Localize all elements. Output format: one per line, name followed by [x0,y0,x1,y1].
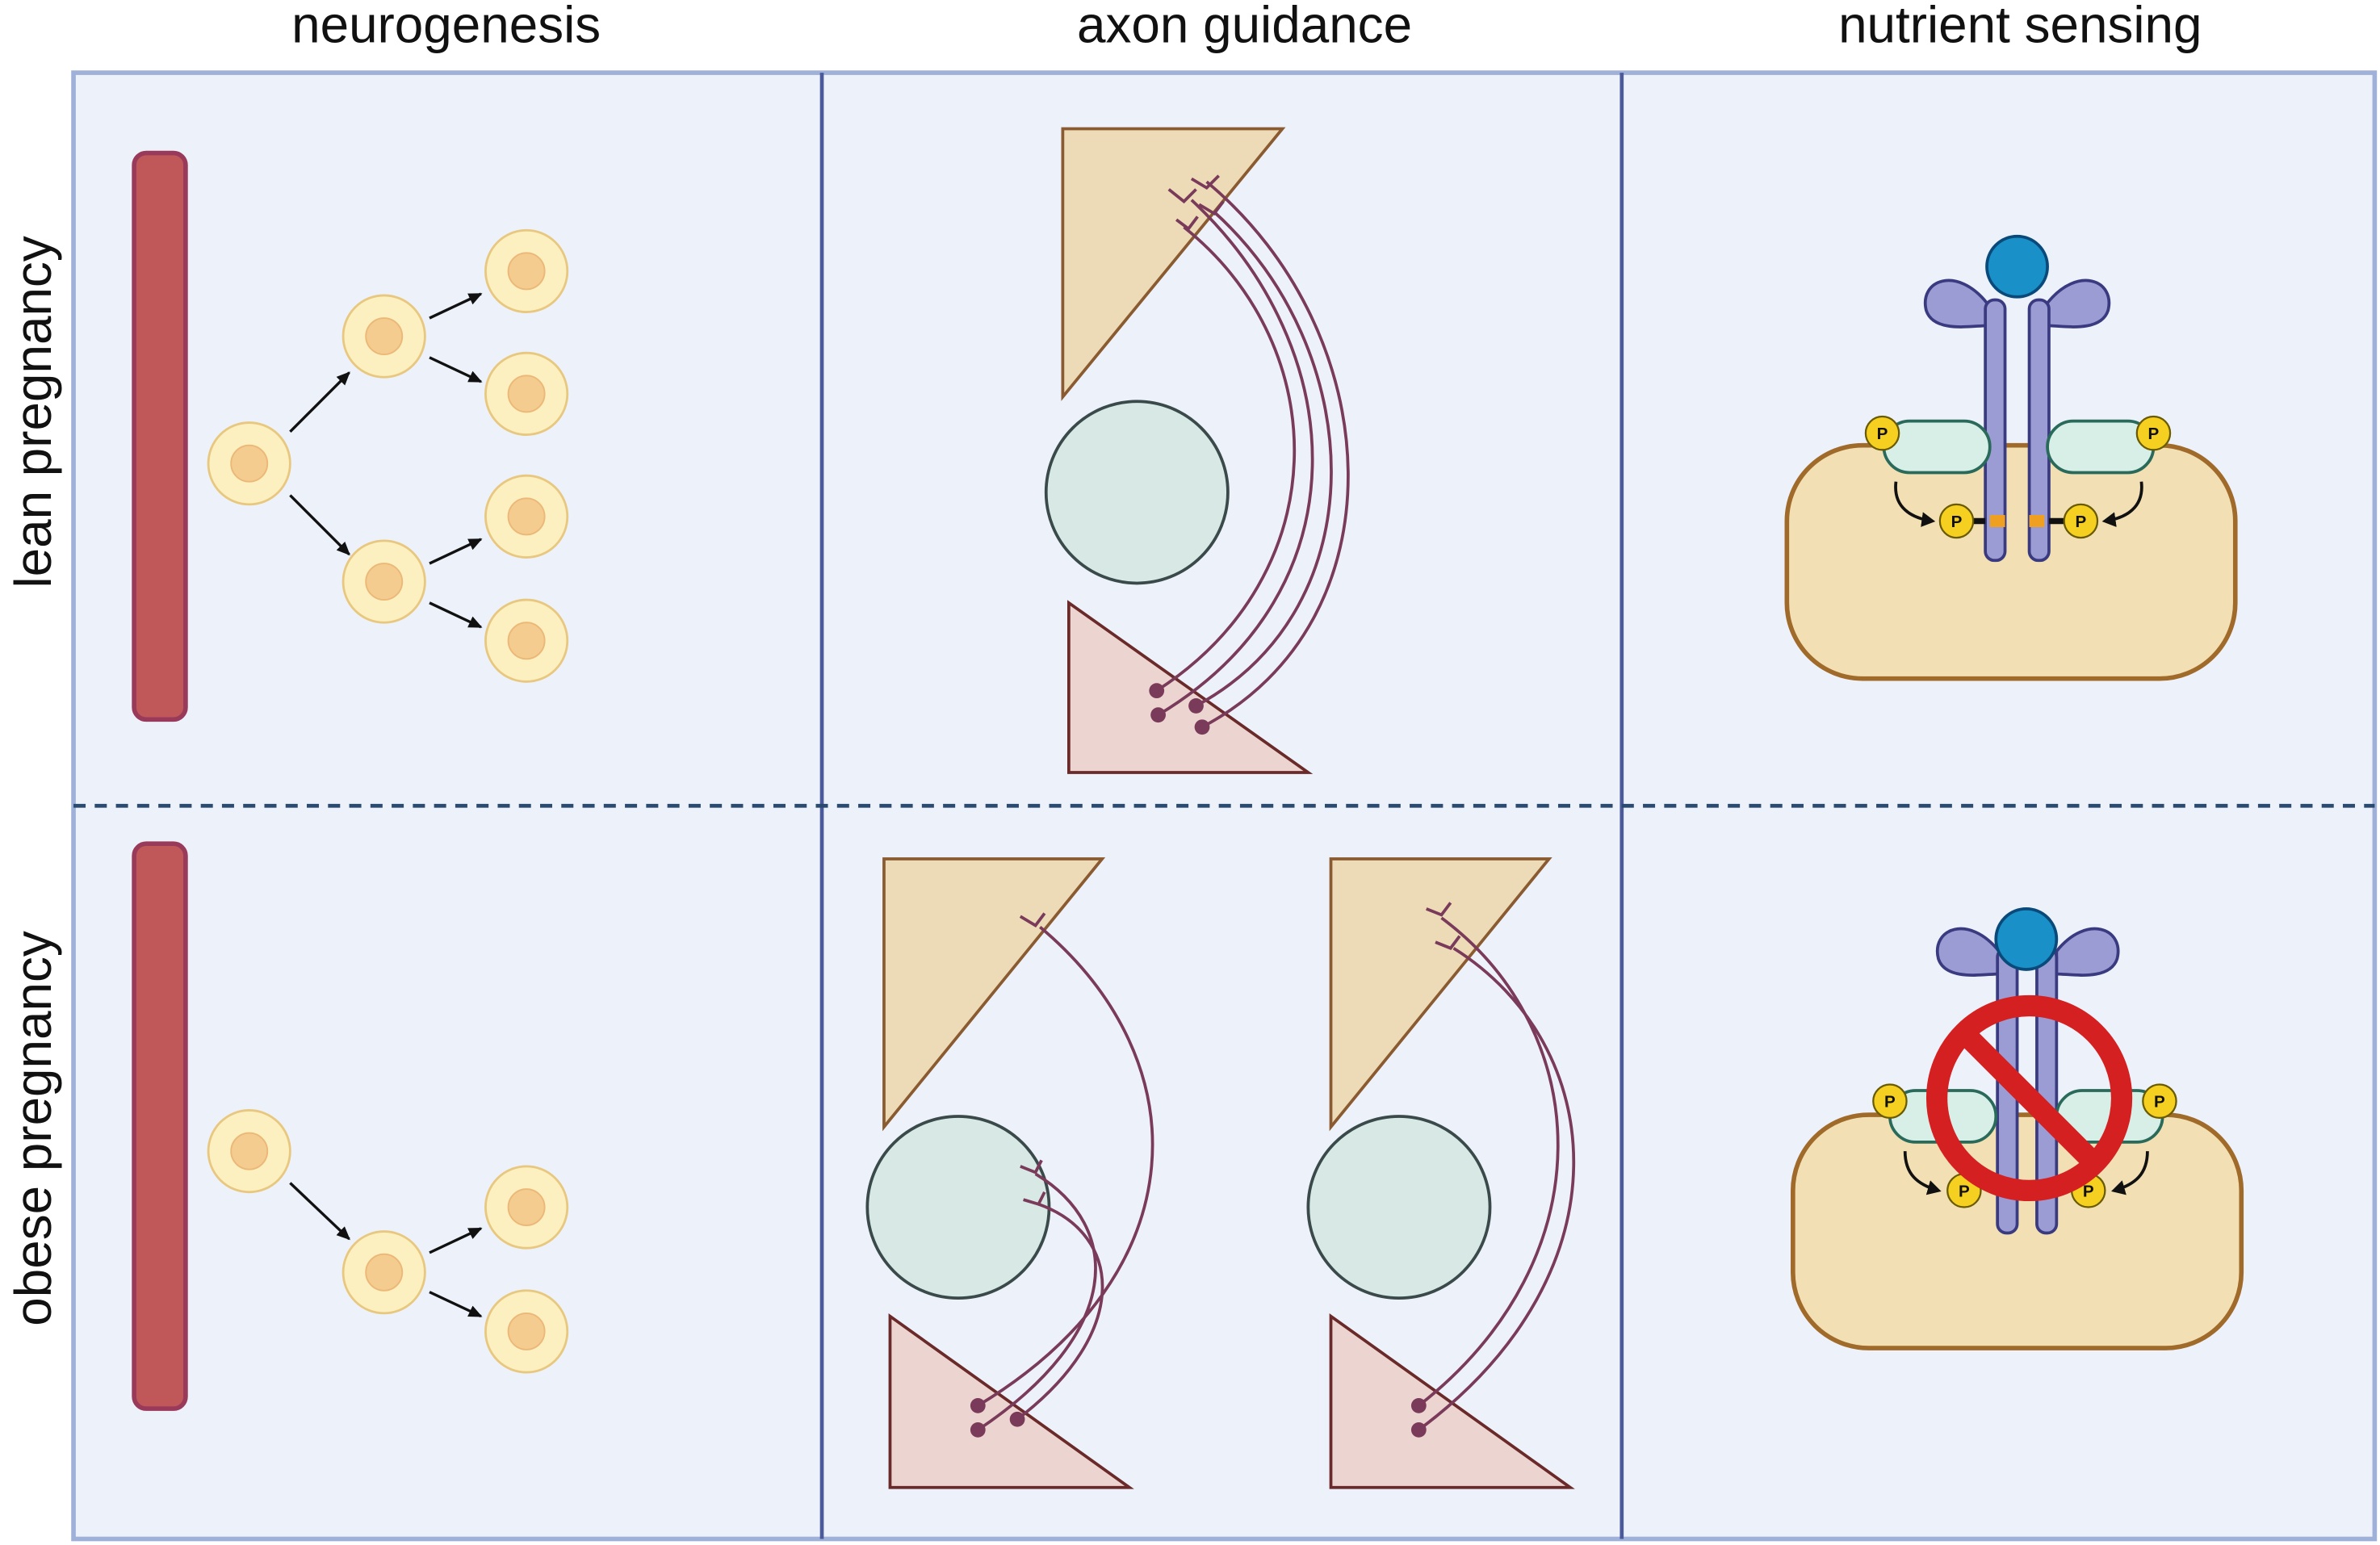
svg-text:P: P [1951,513,1963,531]
column-header-axon-guidance: axon guidance [1077,0,1412,54]
neurogenesis-lean [132,150,569,722]
row-label-obese: obese pregnancy [4,931,62,1326]
receptor-lean: P P P P [1784,234,2238,681]
svg-text:P: P [1959,1182,1970,1200]
row-label-lean: lean pregnancy [4,236,62,588]
ventricle-bar [132,150,188,722]
axon-guidance-lean [1044,127,1350,774]
receptor-obese: P P P P [1791,907,2244,1350]
axon-guidance-obese-b [1306,857,1576,1489]
phospho-marker: P [1938,503,1975,539]
svg-text:P: P [1877,425,1888,443]
phospho-marker: P [1872,1083,1908,1119]
prohibition-icon [1925,994,2133,1202]
ventricle-bar [132,841,188,1411]
phospho-marker: P [2135,415,2172,451]
phospho-marker: P [2142,1083,2177,1119]
svg-text:P: P [2075,513,2086,531]
ligand-ball [1985,234,2049,299]
phospho-marker: P [1864,415,1900,451]
svg-text:P: P [1884,1093,1896,1112]
phospho-marker: P [2063,503,2099,539]
svg-text:P: P [2083,1182,2094,1200]
neurogenesis-obese [132,841,569,1411]
ligand-ball [1994,907,2059,971]
column-header-neurogenesis: neurogenesis [291,0,601,54]
column-header-nutrient-sensing: nutrient sensing [1838,0,2202,54]
svg-text:P: P [2148,425,2160,443]
axon-guidance-obese-a [865,857,1154,1489]
svg-text:P: P [2154,1093,2165,1112]
